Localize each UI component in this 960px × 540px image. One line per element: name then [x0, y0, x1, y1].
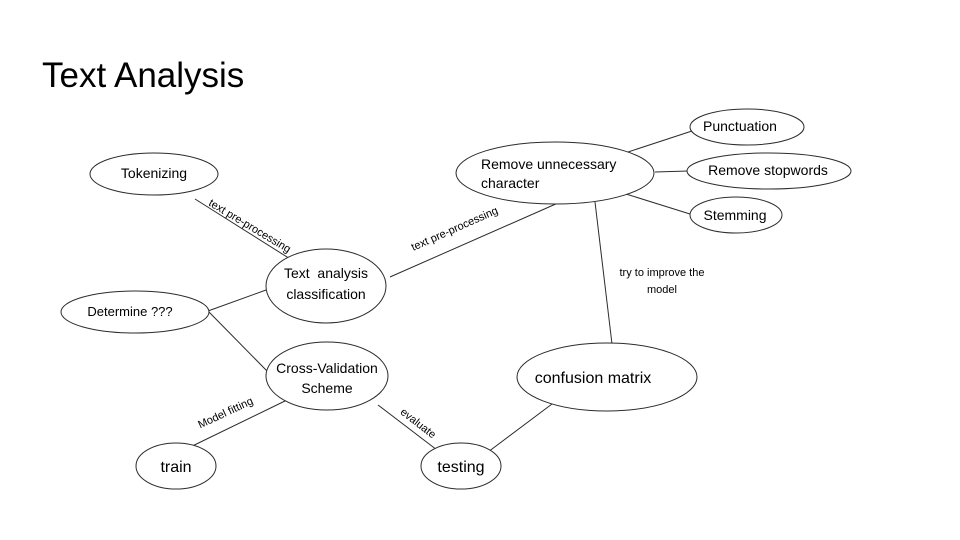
edge-remove-confusion: [594, 201, 613, 345]
node-text-analysis-label-1: Text analysis: [284, 265, 368, 281]
edge-cross-validation-train: [179, 399, 288, 453]
node-remove-unnecessary-label-2: character: [481, 175, 540, 191]
node-testing-label: testing: [437, 459, 484, 476]
edge-remove-stopwords: [654, 170, 689, 173]
node-determine-label: Determine ???: [87, 304, 172, 319]
node-remove-unnecessary-label-1: Remove unnecessary: [481, 156, 616, 172]
node-text-analysis-label-2: classification: [286, 286, 365, 302]
node-confusion-matrix: confusion matrix: [516, 342, 698, 412]
node-punctuation-label: Punctuation: [703, 118, 777, 134]
node-confusion-matrix-label: confusion matrix: [535, 370, 652, 387]
node-remove-stopwords: Remove stopwords: [686, 152, 852, 190]
edge-determine-cross-validation: [207, 310, 269, 373]
edge-remove-punctuation: [627, 130, 693, 153]
node-train: train: [135, 442, 217, 490]
node-determine-shape: [60, 290, 210, 334]
slide-title: Text Analysis: [42, 56, 245, 95]
node-punctuation-shape: [689, 108, 805, 146]
node-text-analysis-shape: [265, 248, 387, 324]
node-stemming-label: Stemming: [703, 207, 766, 223]
edge-remove-stemming: [625, 193, 691, 215]
edge-label-text-remove: text pre-processing: [410, 205, 500, 254]
node-testing-shape: [420, 442, 502, 490]
node-tokenizing-shape: [89, 152, 219, 196]
node-confusion-matrix-shape: [516, 342, 698, 412]
node-remove-unnecessary-shape: [455, 141, 655, 205]
node-tokenizing: Tokenizing: [89, 152, 219, 196]
node-testing: testing: [420, 442, 502, 490]
node-stemming-shape: [689, 196, 783, 234]
edge-label-remove-confusion-1: try to improve the: [620, 267, 705, 279]
node-cross-validation-shape: [265, 341, 389, 411]
node-determine: Determine ???: [60, 290, 210, 334]
node-remove-unnecessary: Remove unnecessary character: [455, 141, 655, 205]
node-train-label: train: [160, 459, 191, 476]
node-remove-stopwords-label: Remove stopwords: [708, 162, 828, 178]
edge-determine-text-analysis: [207, 289, 267, 312]
node-remove-stopwords-shape: [686, 152, 852, 190]
edge-testing-confusion: [487, 403, 553, 453]
node-tokenizing-label: Tokenizing: [121, 165, 187, 181]
edge-label-remove-confusion-2: model: [647, 284, 677, 296]
edge-label-model-fitting: Model fitting: [196, 395, 255, 431]
node-train-shape: [135, 442, 217, 490]
edge-label-tokenizing-text: text pre-processing: [206, 197, 292, 255]
node-punctuation: Punctuation: [689, 108, 805, 146]
edges: [179, 130, 693, 453]
node-text-analysis: Text analysis classification: [265, 248, 387, 324]
node-cross-validation-label-1: Cross-Validation: [276, 360, 378, 376]
node-stemming: Stemming: [689, 196, 783, 234]
edge-text-analysis-remove: [389, 202, 559, 278]
edge-tokenizing-text-analysis: [194, 198, 296, 263]
node-cross-validation-label-2: Scheme: [301, 380, 353, 396]
node-cross-validation: Cross-Validation Scheme: [265, 341, 389, 411]
edge-cross-validation-testing: [377, 404, 438, 451]
